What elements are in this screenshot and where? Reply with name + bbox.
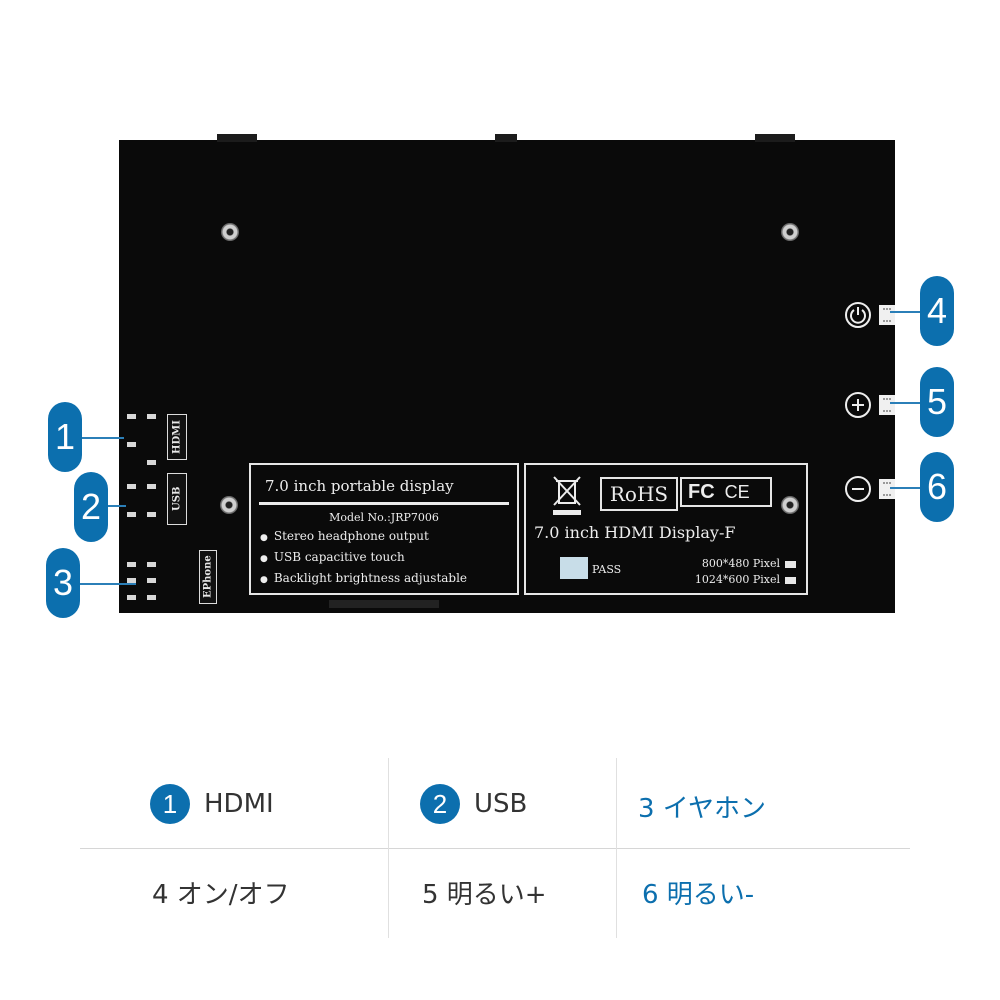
weee-bin-icon bbox=[553, 476, 581, 515]
certification-plate: RoHS FC CE 7.0 inch HDMI Display-F PASS … bbox=[524, 463, 808, 595]
minus-icon bbox=[845, 476, 871, 502]
bottom-connector bbox=[329, 600, 439, 608]
solder-pad bbox=[147, 484, 156, 489]
usb-port-label: USB bbox=[167, 473, 187, 525]
edge-tab bbox=[217, 134, 257, 142]
edge-tab bbox=[495, 134, 517, 142]
number-badge: 2 bbox=[420, 784, 460, 824]
power-button-connector bbox=[879, 305, 895, 325]
feature-item: USB capacitive touch bbox=[260, 550, 405, 564]
callout-1: 1 bbox=[48, 402, 82, 472]
callout-leader bbox=[106, 505, 126, 507]
minus-symbol bbox=[852, 488, 864, 490]
feature-item: Stereo headphone output bbox=[260, 529, 429, 543]
legend-item-power: 4 オン/オフ bbox=[152, 880, 290, 910]
screw-hole bbox=[220, 496, 238, 514]
brightness-down-connector bbox=[879, 479, 895, 499]
resolution-text: 800*480 Pixel bbox=[701, 557, 780, 570]
screw-hole bbox=[221, 223, 239, 241]
plus-symbol bbox=[852, 399, 864, 411]
callout-2: 2 bbox=[74, 472, 108, 542]
solder-pad bbox=[127, 414, 136, 419]
solder-pad bbox=[127, 562, 136, 567]
callout-leader bbox=[66, 437, 124, 439]
feature-item: Backlight brightness adjustable bbox=[260, 571, 467, 585]
solder-pad bbox=[147, 414, 156, 419]
callout-leader bbox=[66, 583, 136, 585]
earphone-port-label: EPhone bbox=[199, 550, 217, 604]
solder-pad bbox=[147, 460, 156, 465]
callout-leader bbox=[890, 402, 926, 404]
solder-pad bbox=[127, 512, 136, 517]
callout-5: 5 bbox=[920, 367, 954, 437]
solder-pad bbox=[127, 578, 136, 583]
spec-plate: 7.0 inch portable display Model No.:JRP7… bbox=[249, 463, 519, 595]
legend-item-brightness-down: 6 明るい- bbox=[642, 880, 755, 910]
checkbox-icon bbox=[785, 560, 796, 568]
model-number: Model No.:JRP7006 bbox=[329, 511, 439, 524]
checked-box-icon bbox=[785, 576, 796, 584]
power-symbol bbox=[850, 307, 866, 324]
legend-item-hdmi: 1 HDMI bbox=[150, 784, 274, 824]
screw-hole bbox=[781, 496, 799, 514]
solder-pad bbox=[127, 442, 136, 447]
display-back-panel: HDMI USB EPhone 7.0 inch portable displa… bbox=[119, 134, 895, 613]
edge-tab bbox=[755, 134, 795, 142]
solder-pad bbox=[147, 578, 156, 583]
legend-item-usb: 2 USB bbox=[420, 784, 527, 824]
plus-icon bbox=[845, 392, 871, 418]
plate-title: 7.0 inch portable display bbox=[265, 477, 454, 495]
legend-item-earphone: 3 イヤホン bbox=[638, 794, 767, 824]
rohs-mark: RoHS bbox=[600, 477, 678, 511]
number-badge: 1 bbox=[150, 784, 190, 824]
hdmi-port-label: HDMI bbox=[167, 414, 187, 460]
resolution-option: 1024*600 Pixel bbox=[695, 573, 796, 586]
ce-mark: CE bbox=[724, 481, 750, 502]
resolution-option: 800*480 Pixel bbox=[702, 557, 796, 570]
legend-divider bbox=[616, 758, 617, 938]
legend-divider bbox=[80, 848, 910, 849]
resolution-text: 1024*600 Pixel bbox=[694, 573, 780, 586]
solder-pad bbox=[127, 595, 136, 600]
solder-pad bbox=[147, 595, 156, 600]
legend-table: 1 HDMI 2 USB 3 イヤホン 4 オン/オフ 5 明るい+ 6 明るい… bbox=[80, 758, 910, 938]
legend-divider bbox=[388, 758, 389, 938]
legend-label: USB bbox=[474, 789, 528, 819]
fc-mark: FC bbox=[688, 480, 715, 503]
callout-6: 6 bbox=[920, 452, 954, 522]
plate-divider bbox=[259, 502, 509, 505]
callout-4: 4 bbox=[920, 276, 954, 346]
display-model-name: 7.0 inch HDMI Display-F bbox=[534, 523, 736, 542]
callout-leader bbox=[890, 311, 926, 313]
solder-pad bbox=[147, 562, 156, 567]
callout-leader bbox=[890, 487, 926, 489]
fcc-ce-mark: FC CE bbox=[680, 477, 772, 507]
solder-pad bbox=[147, 512, 156, 517]
brightness-up-connector bbox=[879, 395, 895, 415]
pass-label: PASS bbox=[592, 563, 622, 576]
pass-icon bbox=[560, 557, 588, 579]
legend-item-brightness-up: 5 明るい+ bbox=[422, 880, 547, 910]
solder-pad bbox=[127, 484, 136, 489]
power-icon bbox=[845, 302, 871, 328]
screw-hole bbox=[781, 223, 799, 241]
legend-label: HDMI bbox=[204, 789, 274, 819]
callout-3: 3 bbox=[46, 548, 80, 618]
